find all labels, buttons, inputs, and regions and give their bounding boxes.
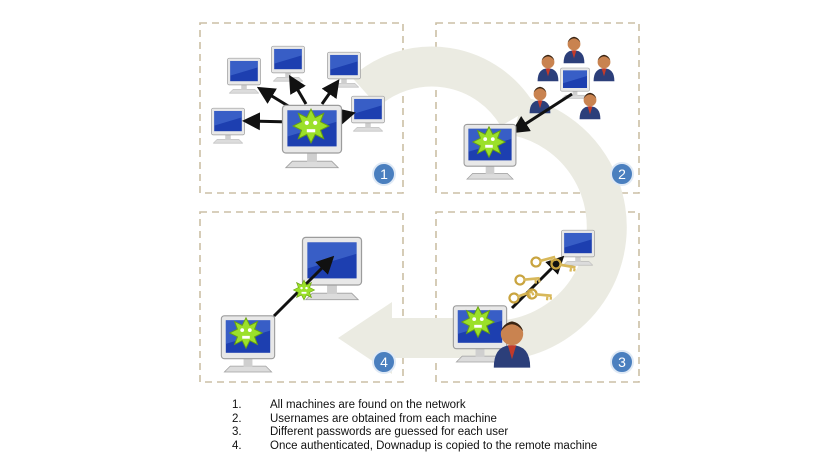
legend-item: 4. Once authenticated, Downadup is copie… xyxy=(232,440,597,454)
virus-icon xyxy=(292,108,330,144)
panel-2-number-badge xyxy=(610,162,634,186)
legend-number: 4. xyxy=(232,439,242,452)
panel-3-number: 3 xyxy=(618,354,626,370)
panel-4-number-badge xyxy=(372,350,396,374)
virus-icon xyxy=(293,279,315,301)
computer-icon xyxy=(271,45,305,82)
virus-icon xyxy=(461,306,495,338)
user-icon xyxy=(537,54,559,82)
computer-icon xyxy=(227,57,261,94)
panel-2-number: 2 xyxy=(618,166,626,182)
panel-2: 2 xyxy=(463,36,634,186)
panel-3-number-badge xyxy=(610,350,634,374)
legend-number: 1. xyxy=(232,399,242,411)
panel-4: 4 xyxy=(220,236,396,374)
legend-number: 3. xyxy=(232,426,242,439)
virus-icon xyxy=(229,317,263,349)
user-icon xyxy=(563,36,585,64)
legend-item: 2. Usernames are obtained from each mach… xyxy=(232,413,597,427)
legend-text: Usernames are obtained from each machine xyxy=(270,412,497,425)
user-icon xyxy=(593,54,615,82)
legend-text: Different passwords are guessed for each… xyxy=(270,426,509,439)
panel-4-number: 4 xyxy=(380,354,388,370)
panel-frame-3 xyxy=(435,211,640,383)
legend-text: Once authenticated, Downadup is copied t… xyxy=(270,439,598,452)
legend: 1. All machines are found on the network… xyxy=(232,399,597,453)
panel-1-number-badge xyxy=(372,162,396,186)
legend-text: All machines are found on the network xyxy=(270,399,466,411)
legend-item: 3. Different passwords are guessed for e… xyxy=(232,426,597,440)
legend-number: 2. xyxy=(232,412,242,425)
virus-icon xyxy=(472,126,506,158)
legend-item: 1. All machines are found on the network xyxy=(232,399,597,413)
panel-1-number: 1 xyxy=(380,166,388,182)
panel-3: 3 xyxy=(452,229,634,374)
computer-icon xyxy=(327,51,361,88)
panel-1: 1 xyxy=(211,45,396,186)
panel-frame-4 xyxy=(199,211,404,383)
computer-icon xyxy=(211,107,245,144)
panel-frame-1 xyxy=(199,22,404,194)
computer-icon xyxy=(351,95,385,132)
panel-frame-2 xyxy=(435,22,640,194)
computer-icon xyxy=(560,67,590,99)
